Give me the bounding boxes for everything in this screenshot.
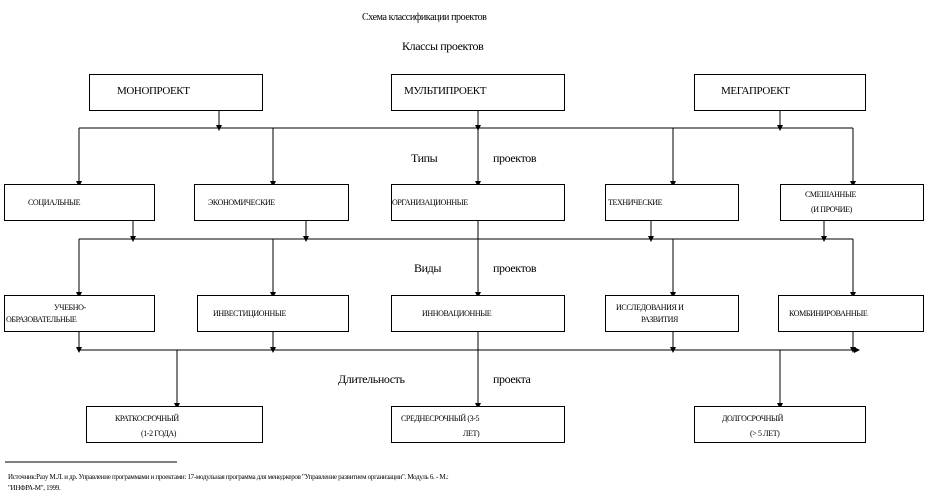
- class-box-multi: МУЛЬТИПРОЕКТ: [391, 74, 565, 111]
- type-label: ТЕХНИЧЕСКИЕ: [608, 198, 663, 207]
- duration-box-short: КРАТКОСРОЧНЫЙ (1-2 ГОДА): [86, 406, 263, 443]
- kind-box-educational: УЧЕБНО- ОБРАЗОВАТЕЛЬНЫЕ: [4, 295, 155, 332]
- diagram-title: Схема классификации проектов: [362, 12, 487, 23]
- type-label-line1: СМЕШАННЫЕ: [805, 190, 857, 199]
- duration-label-line1: ДОЛГОСРОЧНЫЙ: [722, 414, 783, 423]
- kind-label-line2: ОБРАЗОВАТЕЛЬНЫЕ: [6, 315, 77, 324]
- class-box-mono: МОНОПРОЕКТ: [89, 74, 263, 111]
- kind-box-combined: КОМБИНИРОВАННЫЕ: [778, 295, 924, 332]
- kind-label: КОМБИНИРОВАННЫЕ: [789, 309, 868, 318]
- kind-box-research: ИССЛЕДОВАНИЯ И РАЗВИТИЯ: [605, 295, 739, 332]
- footnote-line1: Источник:Разу М.Л. и др. Управление прог…: [8, 473, 449, 481]
- duration-label-line2: ЛЕТ): [463, 429, 480, 438]
- footnote-line2: "ИНФРА-М", 1999.: [8, 484, 61, 492]
- kind-label: ИННОВАЦИОННЫЕ: [422, 309, 492, 318]
- class-box-mega: МЕГАПРОЕКТ: [694, 74, 866, 111]
- type-label-line2: (И ПРОЧИЕ): [811, 205, 852, 214]
- kind-label-line1: УЧЕБНО-: [54, 303, 86, 312]
- kind-label-line1: ИССЛЕДОВАНИЯ И: [616, 303, 684, 312]
- duration-box-long: ДОЛГОСРОЧНЫЙ (> 5 ЛЕТ): [694, 406, 866, 443]
- duration-box-medium: СРЕДНЕСРОЧНЫЙ (3-5 ЛЕТ): [391, 406, 565, 443]
- duration-heading-word1: Длительность: [338, 372, 405, 386]
- kind-label-line2: РАЗВИТИЯ: [641, 315, 678, 324]
- type-box-mixed: СМЕШАННЫЕ (И ПРОЧИЕ): [780, 184, 924, 221]
- class-label: МУЛЬТИПРОЕКТ: [404, 85, 487, 97]
- classes-heading: Классы проектов: [402, 39, 484, 53]
- type-box-technical: ТЕХНИЧЕСКИЕ: [605, 184, 739, 221]
- type-box-social: СОЦИАЛЬНЫЕ: [4, 184, 155, 221]
- duration-label-line1: СРЕДНЕСРОЧНЫЙ (3-5: [401, 414, 480, 423]
- type-label: ОРГАНИЗАЦИОННЫЕ: [392, 198, 468, 207]
- kind-box-innovation: ИННОВАЦИОННЫЕ: [391, 295, 565, 332]
- class-label: МЕГАПРОЕКТ: [721, 85, 790, 97]
- type-box-economic: ЭКОНОМИЧЕСКИЕ: [194, 184, 349, 221]
- class-label: МОНОПРОЕКТ: [117, 85, 190, 97]
- type-label: ЭКОНОМИЧЕСКИЕ: [208, 198, 275, 207]
- types-heading-word1: Типы: [411, 151, 438, 165]
- types-heading-word2: проектов: [493, 151, 537, 165]
- type-label: СОЦИАЛЬНЫЕ: [28, 198, 81, 207]
- type-box-organizational: ОРГАНИЗАЦИОННЫЕ: [391, 184, 565, 221]
- kinds-heading-word1: Виды: [414, 261, 441, 275]
- duration-heading-word2: проекта: [493, 372, 531, 386]
- duration-label-line1: КРАТКОСРОЧНЫЙ: [115, 414, 179, 423]
- kind-box-investment: ИНВЕСТИЦИОННЫЕ: [197, 295, 349, 332]
- kind-label: ИНВЕСТИЦИОННЫЕ: [213, 309, 286, 318]
- duration-label-line2: (1-2 ГОДА): [141, 429, 177, 438]
- kinds-heading-word2: проектов: [493, 261, 537, 275]
- duration-label-line2: (> 5 ЛЕТ): [750, 429, 780, 438]
